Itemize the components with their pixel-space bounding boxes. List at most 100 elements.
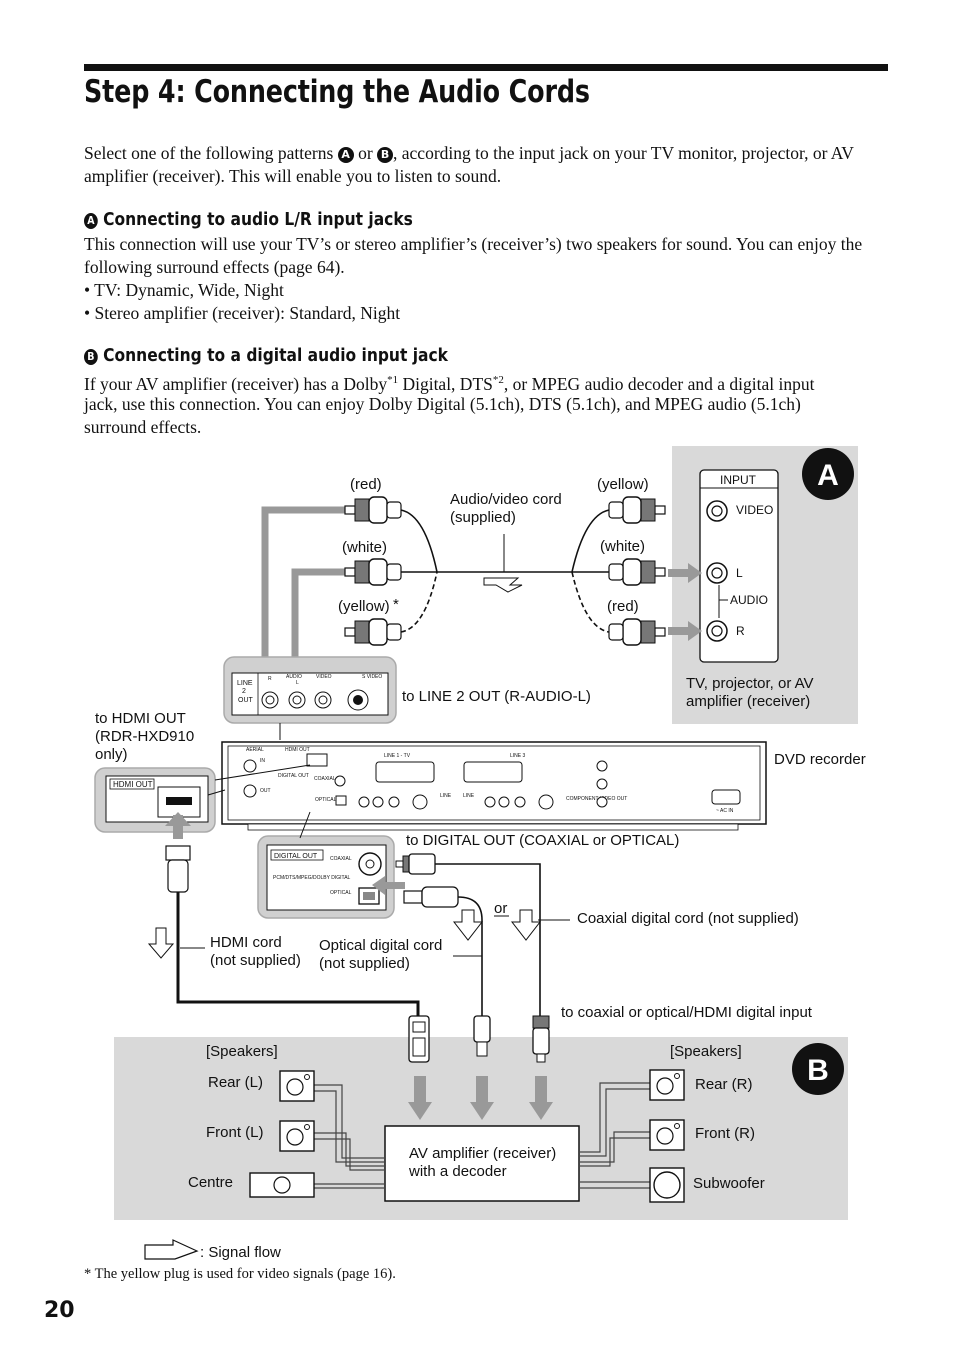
tv-input-title: INPUT: [720, 473, 757, 487]
line2-out-panel: LINE 2 OUT R AUDIO L VIDEO S VIDEO: [223, 656, 397, 724]
digital-optical-label: OPTICAL: [330, 890, 352, 896]
to-hdmi-3: only): [95, 746, 128, 763]
speakers-right-label: [Speakers]: [670, 1043, 742, 1060]
footnote-mark-1: *1: [387, 374, 399, 386]
subwoofer-label: Subwoofer: [693, 1175, 765, 1192]
page-number: 20: [44, 1298, 75, 1323]
digital-coaxial-label: COAXIAL: [330, 856, 352, 862]
line2-r: R: [268, 676, 272, 682]
dvd-ac-in: ~ AC IN: [716, 808, 734, 814]
plug-yellow-mark: *: [393, 596, 399, 613]
tv-r-label: R: [736, 624, 745, 638]
amp-label-2: with a decoder: [408, 1163, 507, 1180]
section-b-line-1-mid: Digital, DTS: [398, 373, 493, 394]
dvd-line1: LINE 1 - TV: [384, 753, 411, 759]
signal-flow-label: : Signal flow: [200, 1244, 281, 1261]
badge-b-icon: B: [377, 147, 394, 163]
plug-red-left: (red): [350, 476, 382, 493]
dvd-aerial: AERIAL: [246, 747, 264, 753]
centre-label: Centre: [188, 1174, 233, 1191]
badge-b-icon: B: [84, 349, 98, 365]
to-line2-label: to LINE 2 OUT (R-AUDIO-L): [402, 688, 591, 705]
tv-l-label: L: [736, 566, 743, 580]
line2-l: L: [296, 680, 299, 686]
dvd-line-in: LINE: [440, 793, 452, 799]
front-r-label: Front (R): [695, 1125, 755, 1142]
section-b-line-1-post: , or MPEG audio decoder and a digital in…: [503, 373, 815, 394]
tv-caption-line-2: amplifier (receiver): [686, 693, 810, 710]
cord-label-1: Audio/video cord: [450, 491, 562, 508]
panel-b-badge: B: [807, 1054, 829, 1087]
plug-white-left: (white): [342, 539, 387, 556]
hdmi-out-panel: HDMI OUT: [94, 767, 216, 833]
tv-video-label: VIDEO: [736, 503, 773, 517]
av-amplifier: [384, 1125, 580, 1202]
dvd-recorder-label: DVD recorder: [774, 751, 866, 768]
optical-cord-label-2: (not supplied): [319, 955, 410, 972]
dvd-optical: OPTICAL: [315, 797, 337, 803]
tv-audio-label: AUDIO: [730, 593, 768, 607]
or-label: or: [494, 900, 507, 917]
signal-flow-legend: [144, 1239, 199, 1260]
dvd-digital-out: DIGITAL OUT: [278, 773, 309, 779]
speakers-left-label: [Speakers]: [206, 1043, 278, 1060]
digital-pcm-label: PCM/DTS/MPEG/DOLBY DIGITAL: [273, 875, 351, 881]
line2-svideo: S VIDEO: [362, 674, 382, 680]
intro-after: , according to the input jack on your TV…: [84, 143, 854, 186]
section-b-line-1: If your AV amplifier (receiver) has a Do…: [84, 369, 894, 396]
badge-a-icon: A: [337, 147, 354, 163]
rear-r-label: Rear (R): [695, 1076, 753, 1093]
dvd-in: IN: [260, 758, 265, 764]
tv-input-panel: INPUT VIDEO L AUDIO R: [699, 469, 779, 663]
dvd-component: COMPONENT VIDEO OUT: [566, 796, 627, 802]
section-b-heading: B Connecting to a digital audio input ja…: [84, 345, 448, 366]
to-hdmi-2: (RDR-HXD910: [95, 728, 194, 745]
amp-label-1: AV amplifier (receiver): [409, 1145, 556, 1162]
section-a-bullet-1: • TV: Dynamic, Wide, Night: [84, 280, 284, 300]
rear-l-label: Rear (L): [208, 1074, 263, 1091]
dvd-hdmi: HDMI OUT: [285, 747, 310, 753]
to-digital-input-label: to coaxial or optical/HDMI digital input: [561, 1004, 813, 1021]
to-hdmi-1: to HDMI OUT: [95, 710, 186, 727]
plug-white-right: (white): [600, 538, 645, 555]
title-rule: [84, 64, 888, 71]
line2-audio: AUDIO: [286, 674, 302, 680]
dvd-recorder: AERIAL IN OUT HDMI OUT DIGITAL OUT COAXI…: [221, 741, 767, 831]
section-b-line-1-pre: If your AV amplifier (receiver) has a Do…: [84, 373, 388, 394]
dvd-line3: LINE 3: [510, 753, 526, 759]
digital-out-label: DIGITAL OUT: [274, 853, 318, 860]
badge-a-icon: A: [84, 213, 98, 229]
front-l-label: Front (L): [206, 1124, 264, 1141]
line2-video: VIDEO: [316, 674, 332, 680]
plug-yellow-right: (yellow): [597, 476, 649, 493]
section-a-body: This connection will use your TV’s or st…: [84, 234, 863, 277]
line2-out-label: OUT: [238, 697, 254, 704]
digital-cords: [372, 853, 570, 1016]
intro-or: or: [358, 143, 373, 163]
line2-num: 2: [242, 688, 246, 695]
section-b-line-3: surround effects.: [84, 417, 202, 437]
amp-input-plugs: [408, 1015, 553, 1120]
dvd-line2-out: LINE: [463, 793, 475, 799]
optical-cord-label-1: Optical digital cord: [319, 937, 442, 954]
speakers-right: [649, 1069, 685, 1203]
footnote: * The yellow plug is used for video sign…: [84, 1266, 396, 1282]
plug-red-right: (red): [607, 598, 639, 615]
line2-label: LINE: [237, 680, 253, 687]
panel-a-badge: A: [817, 459, 839, 492]
intro-paragraph: Select one of the following patterns A o…: [84, 142, 894, 188]
page-title: Step 4: Connecting the Audio Cords: [84, 74, 590, 110]
section-a-bullet-2: • Stereo amplifier (receiver): Standard,…: [84, 303, 401, 323]
hdmi-cord-label-2: (not supplied): [210, 952, 301, 969]
av-cord: [344, 496, 666, 646]
cord-label-2: (supplied): [450, 509, 516, 526]
section-a-heading: A Connecting to audio L/R input jacks: [84, 209, 413, 230]
to-digital-label: to DIGITAL OUT (COAXIAL or OPTICAL): [406, 832, 679, 849]
hdmi-cord-label-1: HDMI cord: [210, 934, 282, 951]
dvd-out: OUT: [260, 788, 271, 794]
tv-caption-line-1: TV, projector, or AV: [686, 675, 814, 692]
footnote-mark-2: *2: [492, 374, 504, 386]
dvd-coaxial: COAXIAL: [314, 776, 336, 782]
hdmi-cord: [147, 812, 420, 1016]
